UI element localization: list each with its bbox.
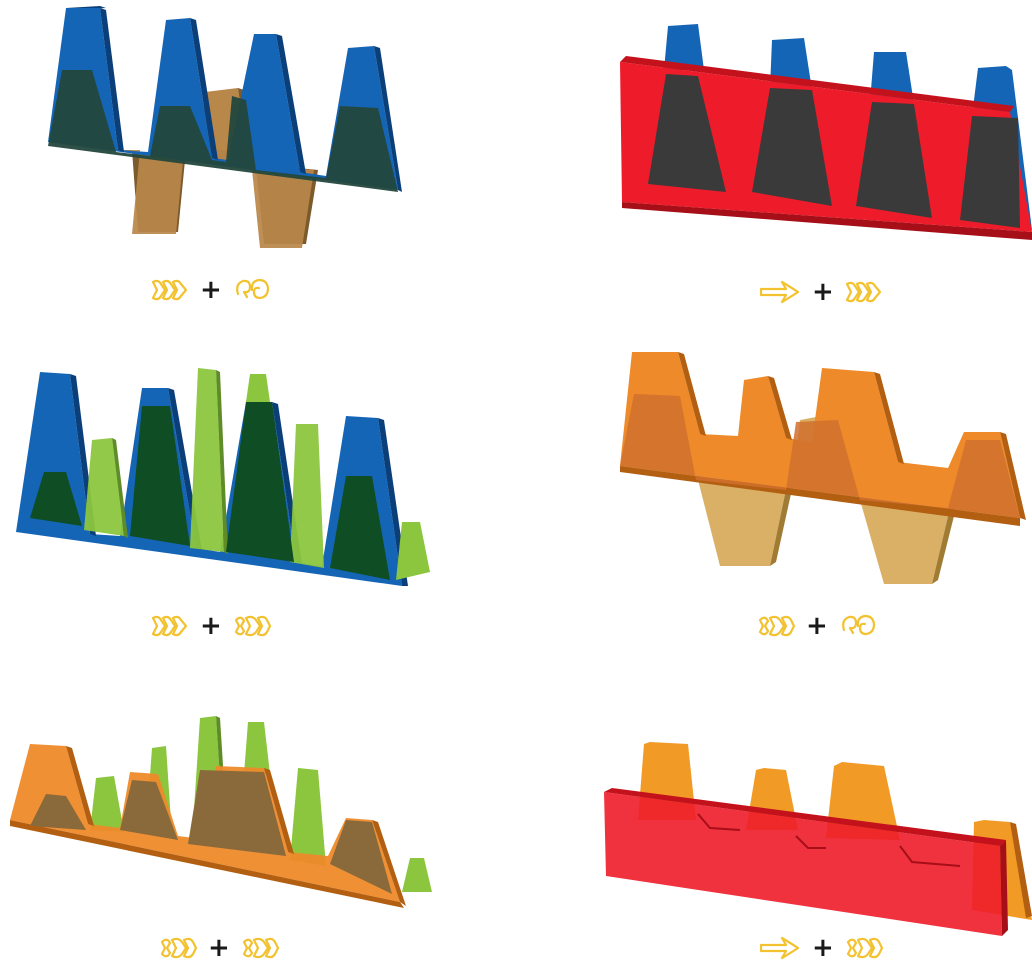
caption-row: + xyxy=(758,272,884,312)
panel-triple-plus-loop: + xyxy=(0,0,500,310)
orange-wave xyxy=(10,744,406,908)
wave-illustration-blue-bronze xyxy=(48,6,402,248)
wave-illustration-blue-green xyxy=(16,368,430,586)
panel-triple-plus-double: + xyxy=(0,340,500,650)
panel-double-plus-double: + xyxy=(0,680,500,966)
wave-illustration-orange-tan xyxy=(620,352,1026,584)
triple-chevron-icon xyxy=(150,612,190,640)
dark-teal-overlap-band xyxy=(48,70,398,192)
wave-illustration-red-orange xyxy=(604,742,1032,936)
plus-sign: + xyxy=(806,611,828,641)
caption-row: + xyxy=(756,606,878,646)
dark-overlap-teeth xyxy=(648,74,1020,228)
wave-illustration-red-blue xyxy=(620,24,1032,240)
double-chevron-icon xyxy=(158,934,198,962)
plus-sign: + xyxy=(200,275,222,305)
panel-arrow-plus-triple: + xyxy=(520,0,1032,310)
double-chevron-icon xyxy=(844,934,884,962)
plus-sign: + xyxy=(812,933,834,963)
caption-row: + xyxy=(758,928,884,968)
panel-double-plus-loop: + xyxy=(520,340,1032,650)
caption-row: + xyxy=(150,606,272,646)
red-slab xyxy=(604,788,1008,936)
green-spikes xyxy=(84,368,430,580)
arrow-icon xyxy=(758,278,802,306)
double-chevron-icon xyxy=(240,934,280,962)
double-chevron-icon xyxy=(756,612,796,640)
plus-sign: + xyxy=(200,611,222,641)
double-chevron-icon xyxy=(232,612,272,640)
plus-sign: + xyxy=(208,933,230,963)
arrow-icon xyxy=(758,934,802,962)
olive-overlap xyxy=(30,770,392,894)
triple-chevron-icon xyxy=(844,278,884,306)
caption-row: + xyxy=(158,928,280,968)
loop-swirl-icon xyxy=(232,276,272,304)
caption-row: + xyxy=(150,270,272,310)
dark-green-overlap xyxy=(30,402,390,580)
triple-chevron-icon xyxy=(150,276,190,304)
slab-notch-lines xyxy=(697,813,961,867)
plus-sign: + xyxy=(812,277,834,307)
orange-overlap-front xyxy=(620,394,1020,518)
panel-arrow-plus-double: + xyxy=(520,680,1032,966)
loop-swirl-icon xyxy=(838,612,878,640)
wave-illustration-orange-green xyxy=(10,716,432,908)
